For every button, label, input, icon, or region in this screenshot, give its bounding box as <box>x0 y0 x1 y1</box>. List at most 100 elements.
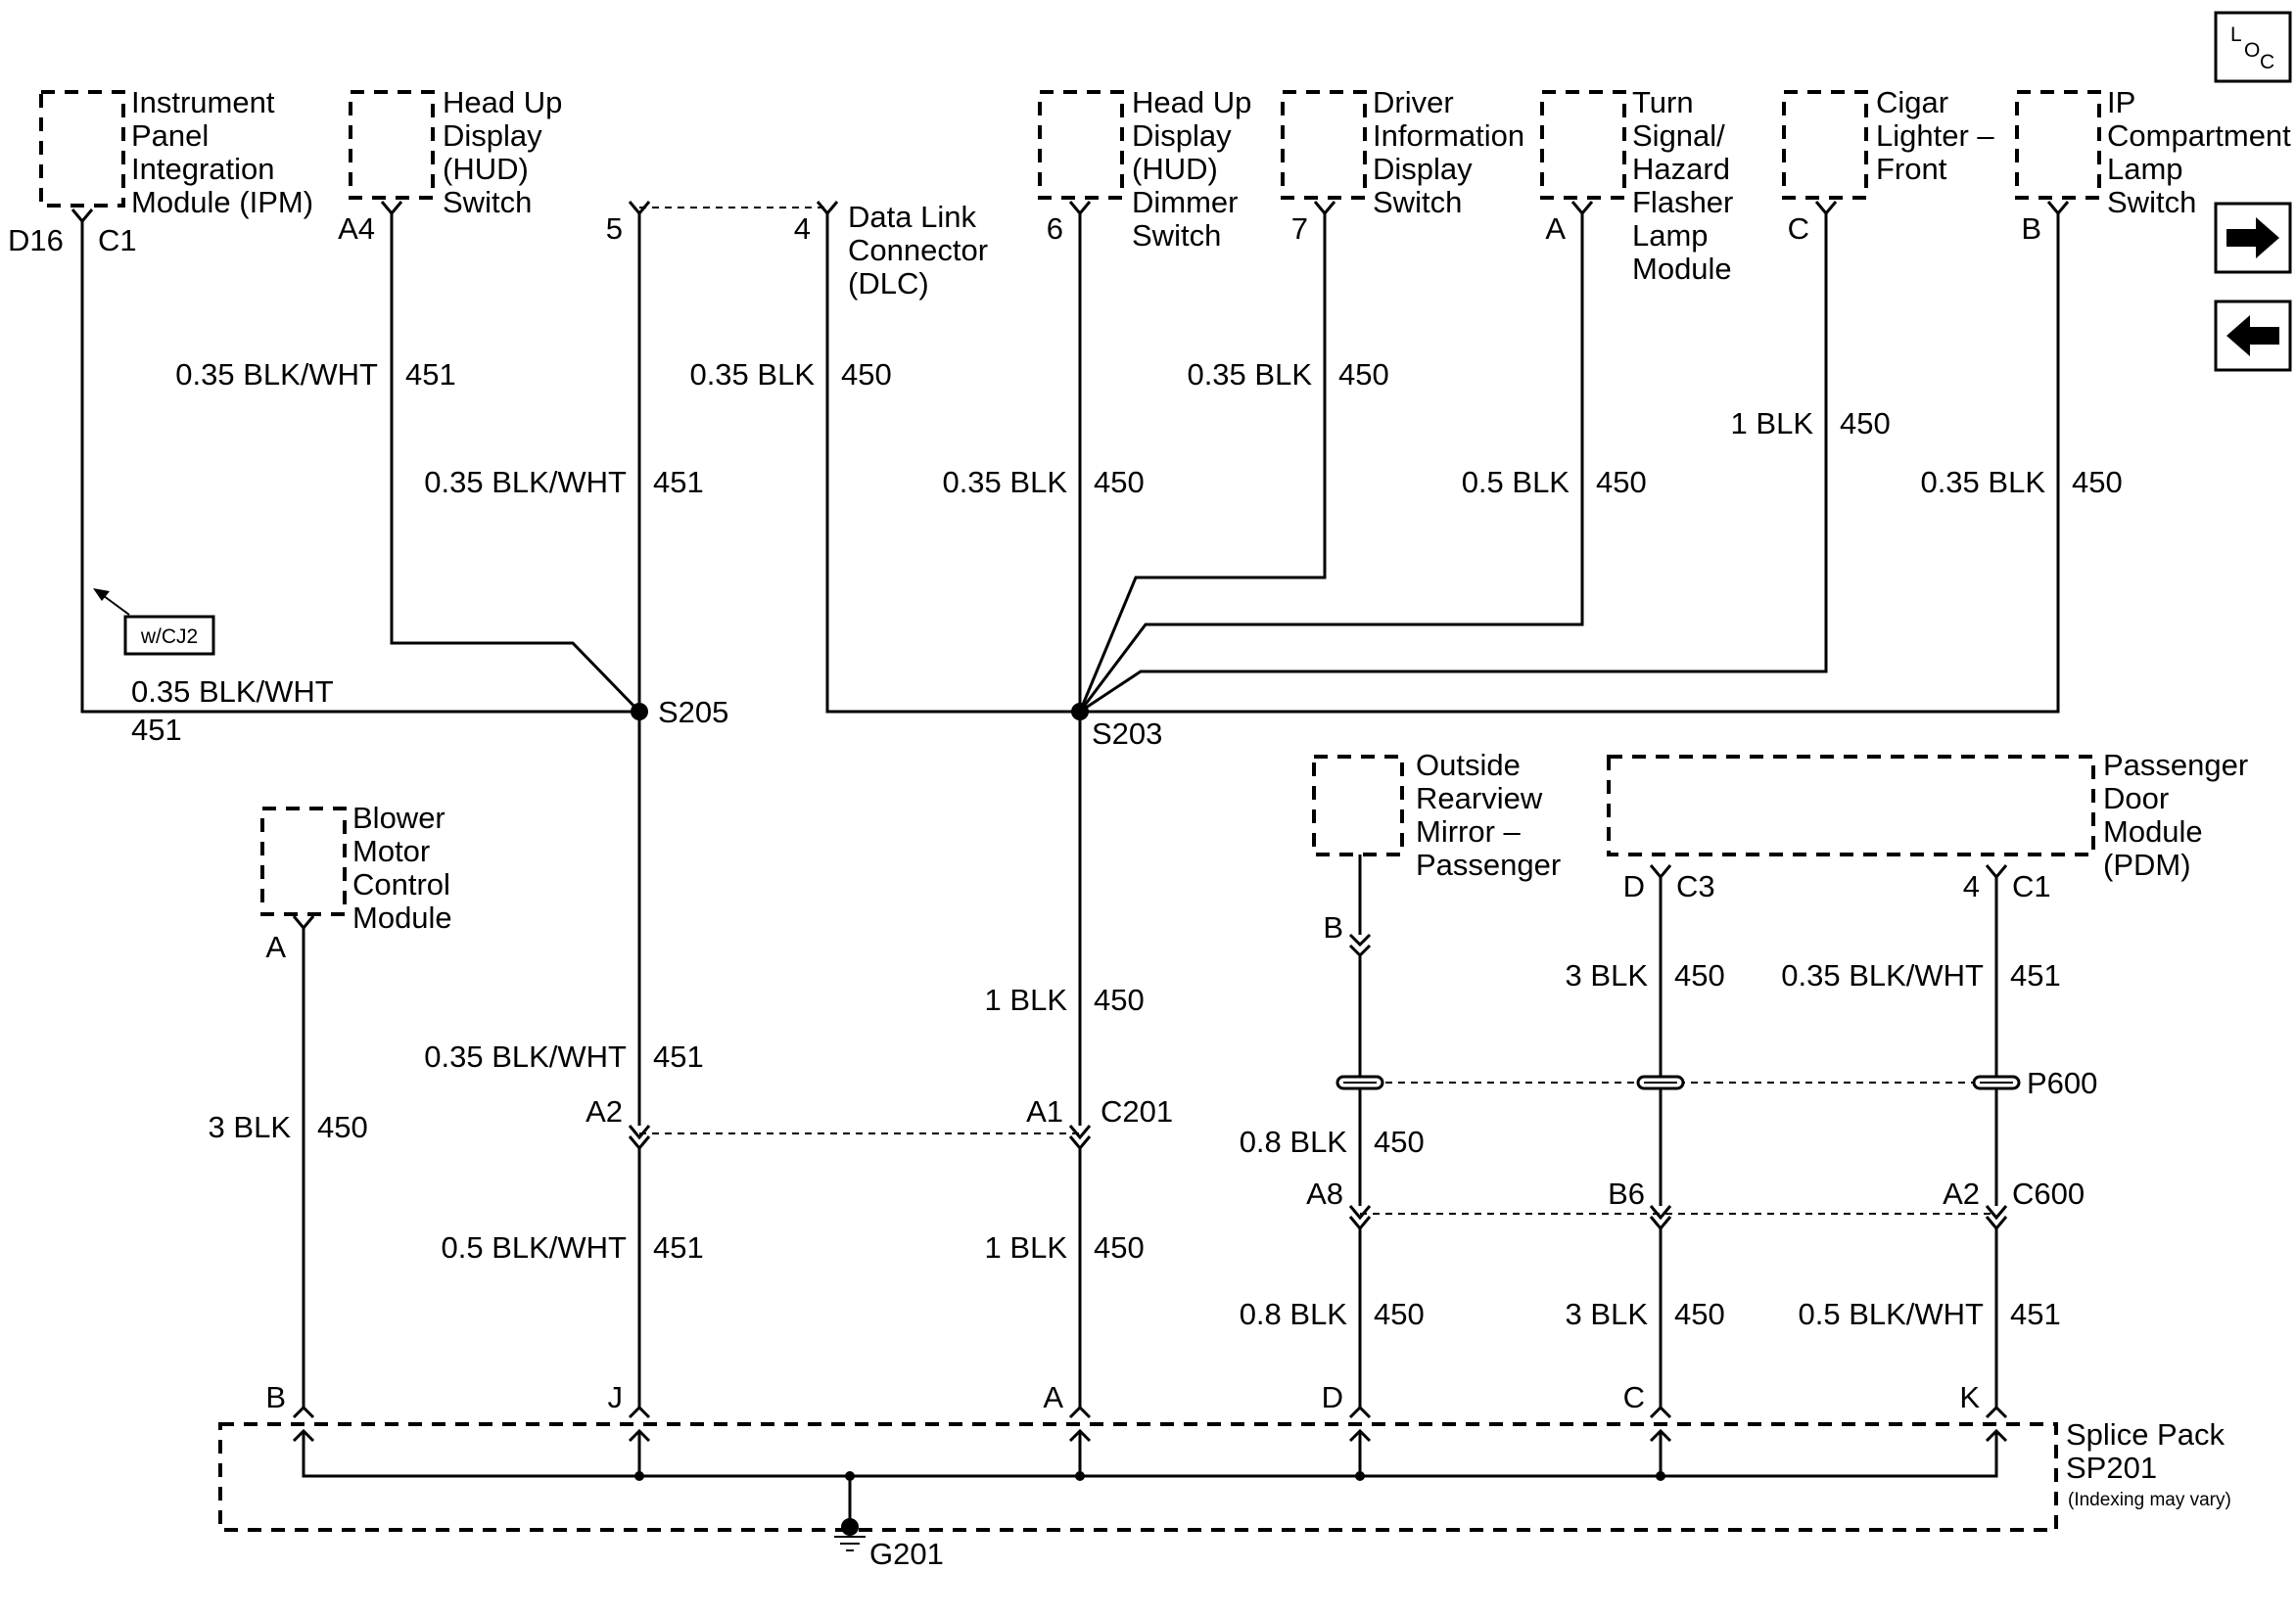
dlc-label: Data Link Connector (DLC) <box>848 200 988 300</box>
wire-dlc4-circuit: 450 <box>841 357 892 392</box>
wire-pdm4-top-color: 0.35 BLK/WHT <box>1781 958 1984 993</box>
ip-lamp-box <box>2015 90 2101 200</box>
splice-pack-box <box>218 1422 2058 1532</box>
hud-dimmer-box <box>1038 90 1124 200</box>
dic-switch-box <box>1281 90 1367 200</box>
pdm-label: Passenger Door Module (PDM) <box>2103 748 2248 882</box>
mirror-line-4: Passenger <box>1416 848 1561 882</box>
pdm-line-3: Module <box>2103 814 2203 849</box>
dic-line-4: Switch <box>1373 185 1462 219</box>
wire-pdm4-bot-color: 0.5 BLK/WHT <box>1799 1297 1985 1331</box>
wire-hud-color: 0.35 BLK/WHT <box>175 357 378 392</box>
loc-button[interactable]: L O C <box>2214 11 2292 83</box>
flasher-line-1: Turn <box>1632 85 1694 119</box>
flasher-line-3: Hazard <box>1632 152 1730 186</box>
wire-dimmer-color: 0.35 BLK <box>942 465 1067 499</box>
pin-pdm-c1: C1 <box>2012 869 2051 903</box>
mirror-box <box>1312 755 1404 856</box>
blower-line-3: Control <box>352 867 450 901</box>
cigar-label: Cigar Lighter – Front <box>1876 85 1994 186</box>
pin-sp-b: B <box>265 1380 286 1414</box>
pin-ipm-d16: D16 <box>8 223 64 257</box>
wire-dlc5-circuit: 451 <box>653 465 704 499</box>
wire-flasher-color: 0.5 BLK <box>1462 465 1570 499</box>
ipm-line-1: Instrument <box>131 85 275 119</box>
ipm-line-4: Module (IPM) <box>131 185 313 219</box>
back-button[interactable] <box>2214 300 2292 372</box>
dic-line-3: Display <box>1373 152 1473 186</box>
s205-label: S205 <box>658 695 728 729</box>
s203-label: S203 <box>1092 716 1162 751</box>
wire-blower-circuit: 450 <box>317 1110 368 1144</box>
splice-pack-line-1: Splice Pack <box>2066 1417 2225 1452</box>
pin-c600-a2: A2 <box>1943 1177 1980 1211</box>
wire-pdmd-bot-circuit: 450 <box>1674 1297 1725 1331</box>
hud-dimmer-line-1: Head Up <box>1132 85 1251 119</box>
flasher-line-6: Module <box>1632 252 1732 286</box>
pin-c201-a1: A1 <box>1026 1094 1063 1129</box>
wire-mirror-bot-color: 0.8 BLK <box>1240 1297 1348 1331</box>
pin-sp-j: J <box>608 1380 624 1414</box>
pin-cigar-c: C <box>1788 211 1809 246</box>
wire-pdmd-bot-color: 3 BLK <box>1566 1297 1649 1331</box>
wire-mirror-bot-circuit: 450 <box>1374 1297 1425 1331</box>
wire-hud-circuit: 451 <box>405 357 456 392</box>
flasher-line-2: Signal/ <box>1632 118 1725 153</box>
pin-sp-a: A <box>1043 1380 1063 1414</box>
g201-label: G201 <box>869 1537 944 1571</box>
wire-blower-color: 3 BLK <box>209 1110 292 1144</box>
pin-dlc-5: 5 <box>606 211 623 246</box>
ip-lamp-line-2: Compartment <box>2107 118 2291 153</box>
pin-sp-d: D <box>1322 1380 1343 1414</box>
wire-s203-circuit: 450 <box>1094 983 1145 1017</box>
hud-dimmer-label: Head Up Display (HUD) Dimmer Switch <box>1132 85 1251 253</box>
mirror-line-3: Mirror – <box>1416 814 1522 849</box>
wire-dlc5-color: 0.35 BLK/WHT <box>424 465 627 499</box>
cigar-line-1: Cigar <box>1876 85 1948 119</box>
wire-dic-color: 0.35 BLK <box>1187 357 1312 392</box>
pin-flasher-a: A <box>1545 211 1566 246</box>
wire-cigar-color: 1 BLK <box>1731 406 1814 440</box>
forward-button[interactable] <box>2214 202 2292 274</box>
wire-s203-color: 1 BLK <box>985 983 1068 1017</box>
hud-switch-line-3: (HUD) <box>443 152 529 186</box>
pin-c600-a8: A8 <box>1306 1177 1343 1211</box>
wire-mirror-top-color: 0.8 BLK <box>1240 1125 1348 1159</box>
cigar-line-2: Lighter – <box>1876 118 1994 153</box>
pin-sp-c: C <box>1623 1380 1645 1414</box>
ip-lamp-label: IP Compartment Lamp Switch <box>2107 85 2291 219</box>
dic-line-2: Information <box>1373 118 1524 153</box>
hud-switch-label: Head Up Display (HUD) Switch <box>443 85 562 219</box>
wire-a-circuit: 450 <box>1094 1230 1145 1265</box>
pdm-line-2: Door <box>2103 781 2169 815</box>
pin-c600-b6: B6 <box>1608 1177 1645 1211</box>
wire-j-color: 0.5 BLK/WHT <box>442 1230 628 1265</box>
pin-mirror-b: B <box>1323 910 1343 945</box>
wire-ipm-color: 0.35 BLK/WHT <box>131 674 334 709</box>
option-arrow-icon <box>93 588 130 616</box>
pin-c201-a2: A2 <box>586 1094 623 1129</box>
splice-pack-label: Splice Pack SP201 (Indexing may vary) <box>2066 1417 2231 1510</box>
wire-mirror-top-circuit: 450 <box>1374 1125 1425 1159</box>
pin-dic-7: 7 <box>1291 211 1308 246</box>
wire-s205-circuit: 451 <box>653 1040 704 1074</box>
splice-pack-note: (Indexing may vary) <box>2068 1490 2231 1510</box>
dlc-line-1: Data Link <box>848 200 976 234</box>
wire-dic-circuit: 450 <box>1338 357 1389 392</box>
p600-label: P600 <box>2027 1066 2097 1100</box>
option-box <box>123 615 215 656</box>
pin-iplamp-b: B <box>2021 211 2041 246</box>
dic-line-1: Driver <box>1373 85 1454 119</box>
c600-label: C600 <box>2012 1177 2085 1211</box>
cigar-line-3: Front <box>1876 152 1947 186</box>
pin-labels: D16 C1 A4 5 4 6 7 A C B A B D C3 4 C1 A2… <box>8 211 2051 1414</box>
dlc-line-2: Connector <box>848 233 988 267</box>
wire-iplamp-color: 0.35 BLK <box>1920 465 2045 499</box>
ipm-line-3: Integration <box>131 152 275 186</box>
p600-symbols <box>1335 1075 2021 1090</box>
pin-pdm-c3: C3 <box>1676 869 1715 903</box>
dlc-line-3: (DLC) <box>848 266 929 300</box>
ip-lamp-line-4: Switch <box>2107 185 2196 219</box>
wire-ipm-circuit: 451 <box>131 713 182 747</box>
